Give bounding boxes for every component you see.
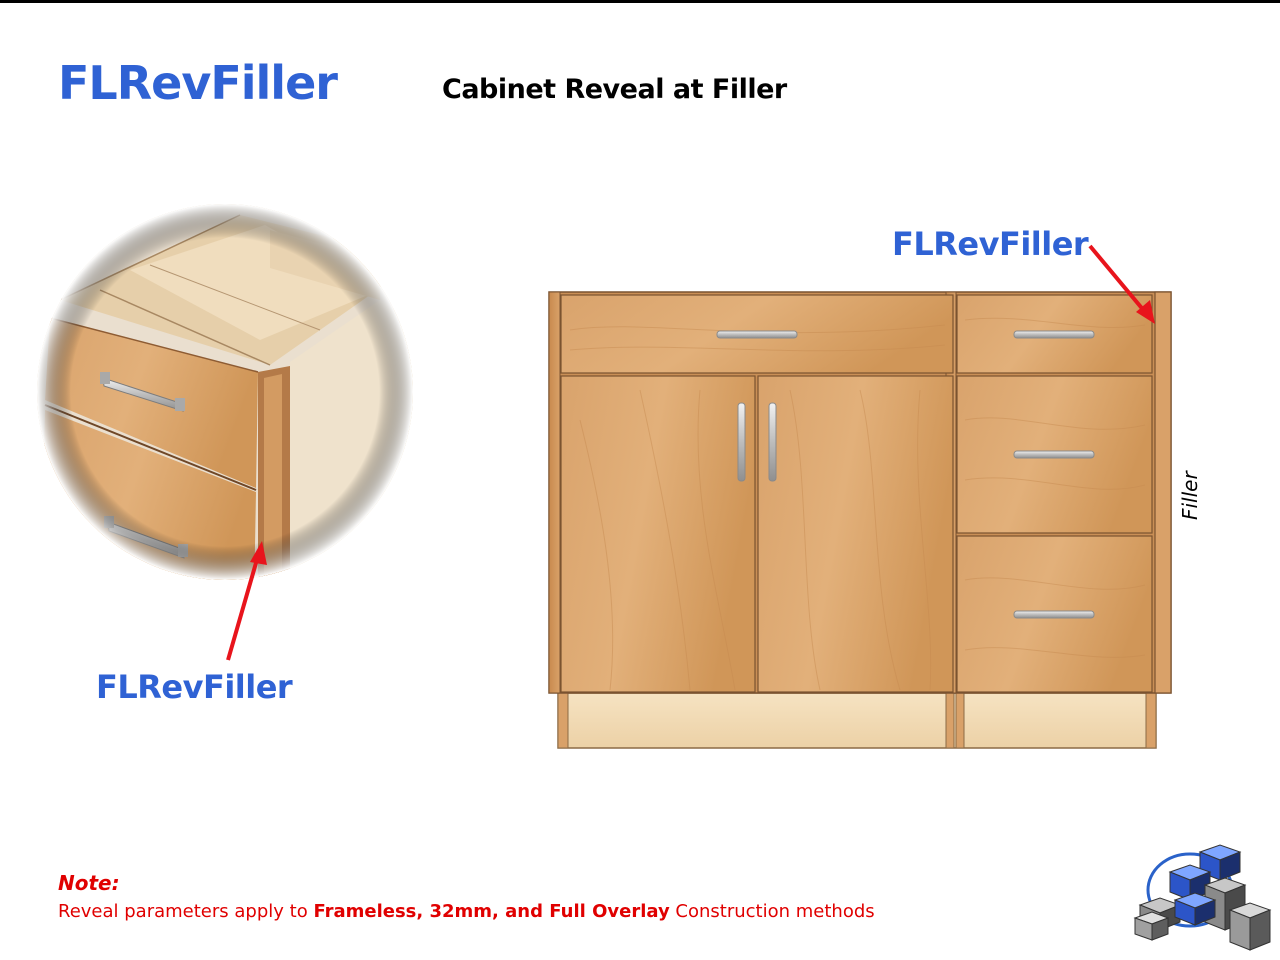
cabinet-front-elevation bbox=[548, 291, 1172, 749]
handle-door-left bbox=[737, 402, 746, 482]
handle-drawer-bottom bbox=[1013, 610, 1095, 619]
door-left bbox=[560, 375, 756, 693]
handle-top-wide bbox=[716, 330, 798, 339]
top-rule bbox=[0, 0, 1280, 3]
detail-callout-arrow bbox=[226, 541, 267, 661]
detail-callout-label: FLRevFiller bbox=[96, 668, 293, 706]
front-callout-label: FLRevFiller bbox=[892, 225, 1089, 263]
filler-strip bbox=[1154, 291, 1172, 694]
handle-drawer-middle bbox=[1013, 450, 1095, 459]
note-text: Reveal parameters apply to Frameless, 32… bbox=[58, 901, 875, 922]
drawer-middle bbox=[956, 375, 1153, 534]
note-bold: Frameless, 32mm, and Full Overlay bbox=[313, 901, 670, 922]
handle-door-right bbox=[768, 402, 777, 482]
filler-label: Filler bbox=[1178, 471, 1202, 520]
note-prefix: Reveal parameters apply to bbox=[58, 901, 314, 922]
cube-cluster-logo bbox=[1133, 844, 1272, 951]
note-heading: Note: bbox=[58, 871, 120, 895]
front-callout-arrow bbox=[1088, 244, 1155, 324]
door-right bbox=[757, 375, 954, 693]
detail-view bbox=[37, 204, 413, 580]
page-subtitle: Cabinet Reveal at Filler bbox=[442, 74, 787, 105]
page-title: FLRevFiller bbox=[58, 56, 338, 110]
handle-top-right bbox=[1013, 330, 1095, 339]
note-suffix: Construction methods bbox=[669, 901, 875, 922]
